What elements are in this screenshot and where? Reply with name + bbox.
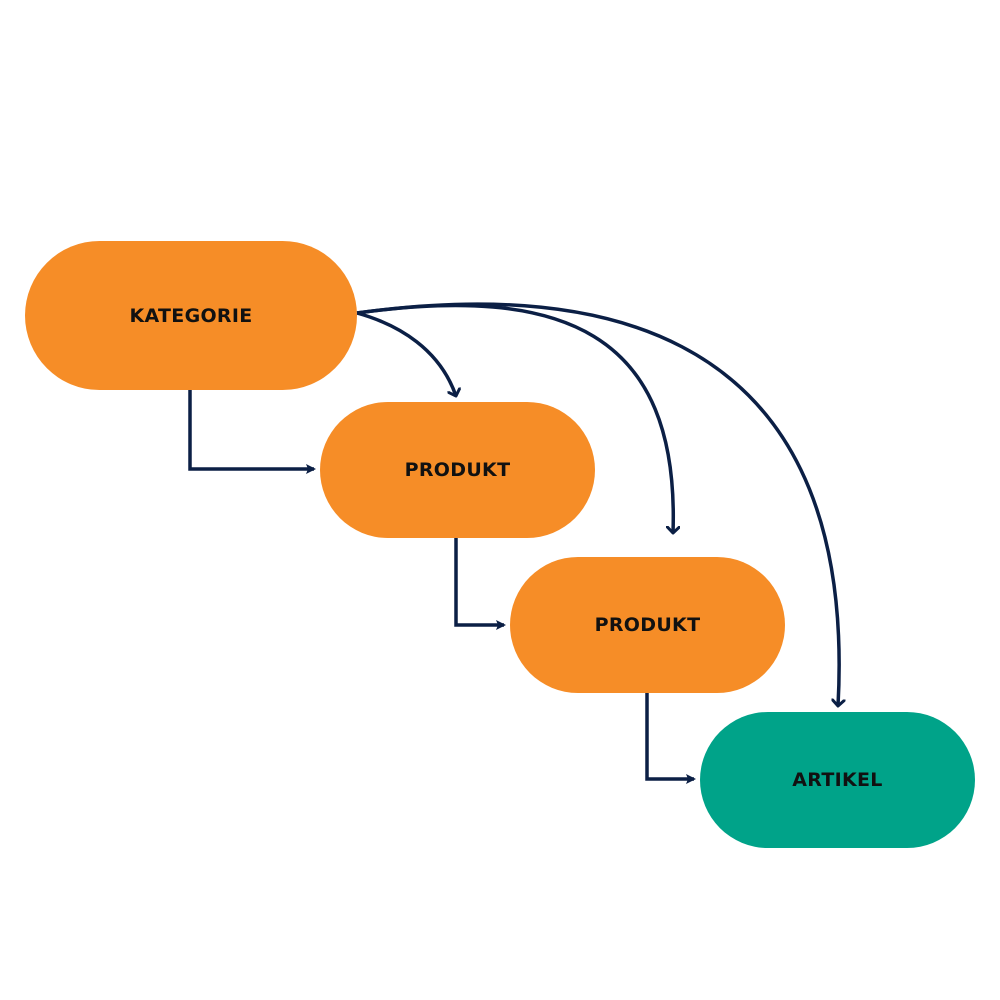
node-artikel: ARTIKEL (700, 712, 975, 848)
node-label: KATEGORIE (129, 304, 253, 327)
edge-kategorie-artikel-curve (356, 302, 839, 706)
edge-produkt1-produkt2-elbow (454, 538, 506, 630)
edge-kategorie-produkt1-elbow (188, 390, 316, 474)
edge-kategorie-produkt1-curve (356, 311, 456, 396)
node-label: PRODUKT (404, 459, 511, 481)
node-label: PRODUKT (594, 614, 701, 636)
node-produkt-2: PRODUKT (510, 557, 785, 693)
node-kategorie: KATEGORIE (25, 241, 357, 390)
node-label: ARTIKEL (792, 769, 883, 791)
edge-produkt2-artikel-elbow (645, 693, 696, 784)
node-produkt-1: PRODUKT (320, 402, 595, 538)
